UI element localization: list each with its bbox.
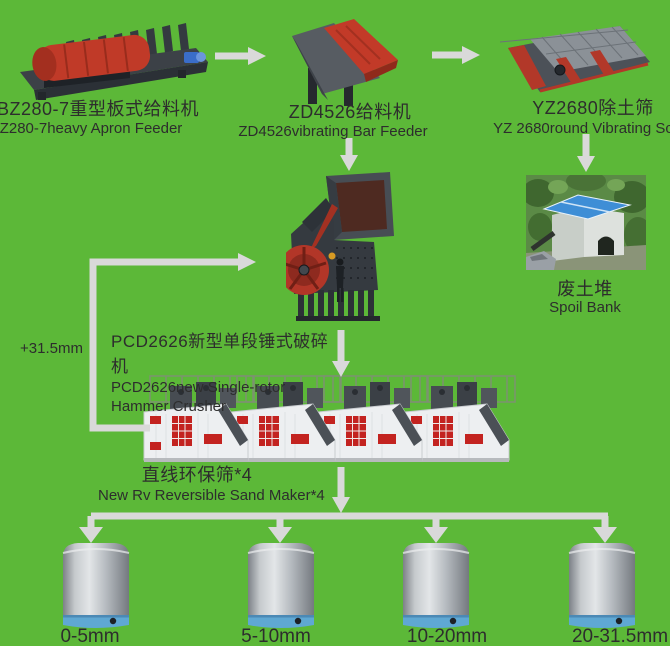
apron-feeder-label-en: BZ280-7heavy Apron Feeder [0,120,183,137]
spoil-bank-label-zh: 废土堆 [557,279,613,299]
apron-feeder-label-zh: BZ280-7重型板式给料机 [0,99,200,119]
bin-20-31-5mm-illustration [562,538,642,630]
flow-arrow-barfeeder-to-crusher-icon [340,138,358,171]
flow-arrow-barfeeder-to-screen-icon [432,46,480,64]
spoil-bank-label-en: Spoil Bank [549,299,621,316]
output-label-5-10mm: 5-10mm [241,626,311,646]
flow-arrow-screen-to-spoilbank-icon [577,134,595,172]
output-label-20-31-5mm: 20-31.5mm [571,626,669,646]
flow-arrow-feeder-to-barfeeder-icon [215,47,266,65]
apron-feeder-illustration [8,14,208,102]
bin-0-5mm-illustration [56,538,136,630]
output-label-10-20mm: 10-20mm [406,626,488,646]
vibrating-screen-label-zh: YZ2680除土筛 [532,98,654,118]
vibrating-screen-illustration [500,22,652,98]
spoil-bank-photo [526,175,646,270]
hammer-crusher-label-block: PCD2626新型单段锤式破碎机 PCD2626new Single-rotor… [111,327,343,417]
vibrating-screen-label-en: YZ 2680round Vibrating Screen [493,120,670,137]
oversize-return-label: +31.5mm [20,340,83,357]
sand-maker-label-zh: 直线环保筛*4 [141,465,253,485]
output-label-0-5mm: 0-5mm [60,626,120,646]
hammer-crusher-label-en: PCD2626new Single-rotor Hammer Crusher [111,379,286,415]
sand-maker-label-en: New Rv Reversible Sand Maker*4 [98,487,325,504]
bin-5-10mm-illustration [241,538,321,630]
flow-arrow-sandmaker-to-splitter-icon [332,467,350,513]
bar-feeder-label-zh: ZD4526给料机 [288,102,412,122]
bin-10-20mm-illustration [396,538,476,630]
hammer-crusher-label-zh: PCD2626新型单段锤式破碎机 [111,332,329,376]
hammer-crusher-illustration [286,170,398,326]
bar-feeder-illustration [288,18,403,106]
bar-feeder-label-en: ZD4526vibrating Bar Feeder [238,123,428,140]
